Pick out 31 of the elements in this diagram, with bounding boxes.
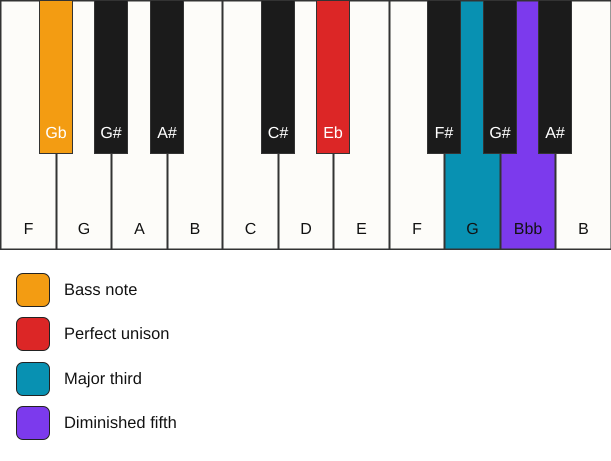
note-label: Gb (45, 125, 67, 142)
note-label: B (190, 221, 200, 238)
note-label: E (356, 221, 367, 238)
accidental-key (94, 0, 128, 154)
note-label: B (578, 221, 589, 238)
legend-label: Bass note (64, 280, 138, 300)
note-label: G (78, 221, 90, 238)
accidental-key (261, 0, 295, 154)
accidental-key (427, 0, 461, 154)
note-label: A (134, 221, 145, 238)
note-label: G# (100, 125, 122, 142)
accidental-key (538, 0, 572, 154)
accidental-key (483, 0, 517, 154)
accidental-key (150, 0, 184, 154)
accidental-key (316, 0, 350, 154)
accidental-key (39, 0, 73, 154)
note-label: A# (157, 125, 177, 142)
legend-label: Diminished fifth (64, 413, 177, 433)
note-label: F# (434, 125, 454, 142)
note-label: G# (489, 125, 511, 142)
note-label: Bbb (514, 221, 542, 238)
legend-label: Major third (64, 368, 142, 388)
note-label: F (24, 221, 34, 238)
note-label: G (466, 221, 479, 238)
note-label: D (300, 221, 312, 238)
note-label: F (412, 221, 422, 238)
note-label: C# (268, 125, 288, 142)
legend-label: Perfect unison (64, 324, 170, 344)
note-label: C (244, 221, 256, 238)
note-label: Eb (323, 125, 343, 142)
note-label: A# (545, 125, 565, 142)
